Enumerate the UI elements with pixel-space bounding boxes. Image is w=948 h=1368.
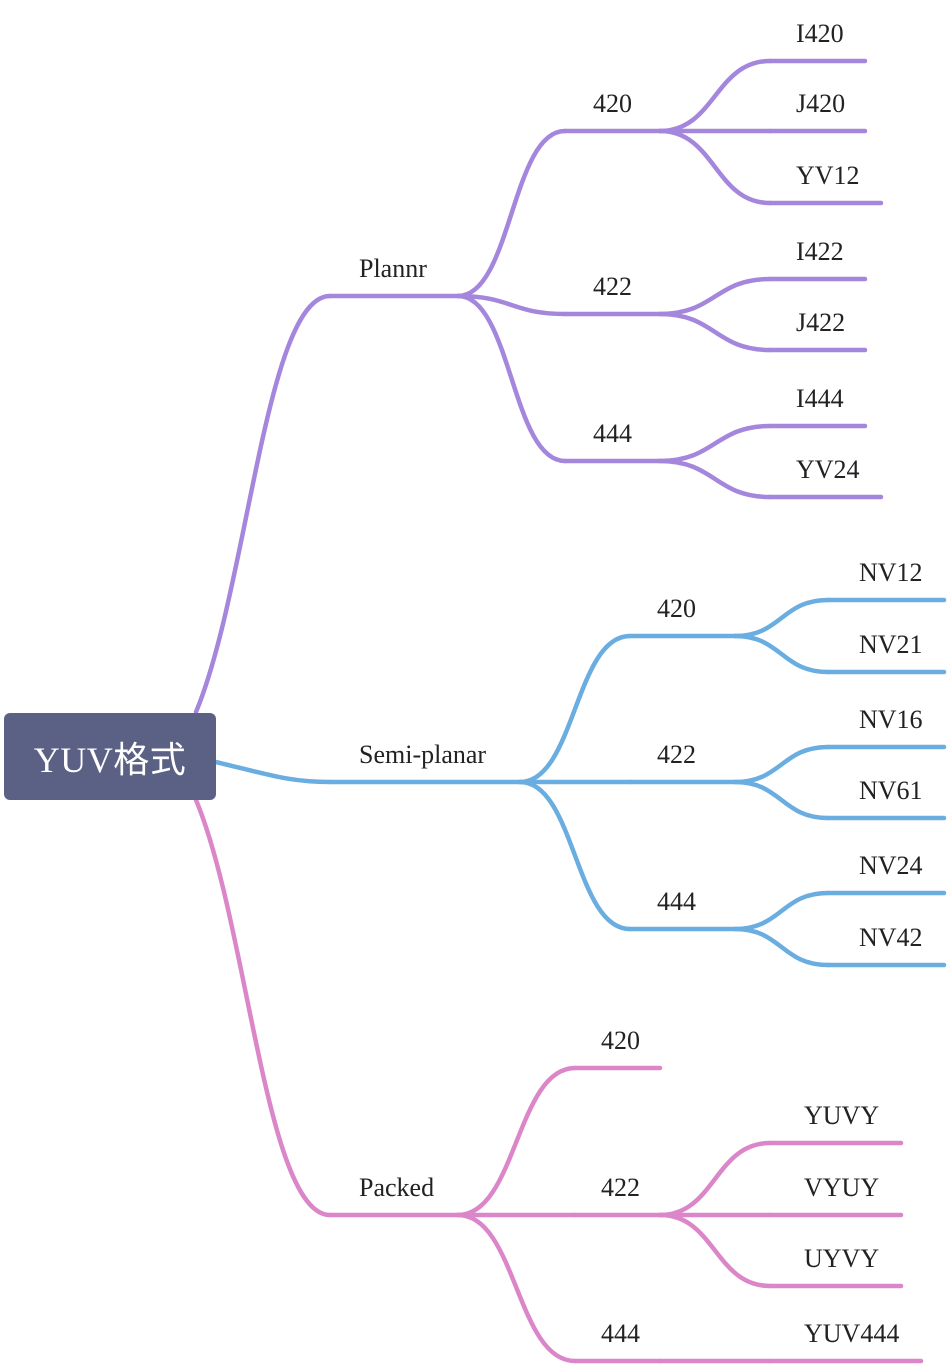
root-node[interactable]: YUV格式 (4, 713, 216, 800)
connector-root-to-semi-planar (213, 759, 333, 785)
connector-root-to-plannr (193, 293, 333, 715)
connector-leaf-uyvy (657, 1212, 773, 1289)
root-node-label: YUV格式 (33, 739, 187, 780)
leaf-j420-label[interactable]: J420 (796, 89, 845, 118)
connector-packed-420 (455, 1065, 578, 1218)
connector-leaf-nv16 (732, 744, 831, 785)
connector-leaf-i444 (657, 423, 773, 464)
connector-leaf-i422 (657, 276, 773, 317)
connector-leaf-nv21 (732, 633, 831, 675)
connector-leaf-nv61 (732, 779, 831, 821)
leaf-vyuy-label[interactable]: VYUY (804, 1173, 879, 1202)
leaf-i444-label[interactable]: I444 (796, 384, 844, 413)
connector-leaf-yv12 (657, 128, 773, 206)
branch-label-plannr[interactable]: Plannr (359, 254, 427, 283)
connector-leaf-nv12 (732, 597, 831, 639)
connector-leaf-i420 (657, 58, 773, 134)
subnode-label-plannr-422[interactable]: 422 (593, 272, 632, 301)
subnode-label-semi-planar-420[interactable]: 420 (657, 594, 696, 623)
subnode-label-packed-422[interactable]: 422 (601, 1173, 640, 1202)
connector-plannr-422 (455, 293, 568, 317)
connector-leaf-yv24 (657, 458, 773, 500)
subnode-label-semi-planar-422[interactable]: 422 (657, 740, 696, 769)
connector-semi-planar-444 (517, 779, 633, 932)
connector-packed-444 (455, 1212, 578, 1364)
connector-leaf-j422 (657, 311, 773, 353)
connector-root-to-packed (193, 797, 333, 1218)
branch-label-semi-planar[interactable]: Semi-planar (359, 740, 486, 769)
leaf-yuv444-label[interactable]: YUV444 (804, 1319, 899, 1348)
subnode-label-packed-444[interactable]: 444 (601, 1319, 640, 1348)
leaf-nv21-label[interactable]: NV21 (859, 630, 923, 659)
connector-leaf-yuvy (657, 1140, 773, 1218)
subnode-label-plannr-444[interactable]: 444 (593, 419, 632, 448)
connector-plannr-420 (455, 128, 568, 299)
subnode-label-semi-planar-444[interactable]: 444 (657, 887, 696, 916)
leaf-nv61-label[interactable]: NV61 (859, 776, 923, 805)
connector-semi-planar-420 (517, 633, 633, 785)
leaf-nv24-label[interactable]: NV24 (859, 851, 923, 880)
leaf-uyvy-label[interactable]: UYVY (804, 1244, 879, 1273)
leaf-yuvy-label[interactable]: YUVY (804, 1101, 879, 1130)
leaf-i422-label[interactable]: I422 (796, 237, 844, 266)
leaf-nv16-label[interactable]: NV16 (859, 705, 923, 734)
leaf-yv24-label[interactable]: YV24 (796, 455, 860, 484)
subnode-label-packed-420[interactable]: 420 (601, 1026, 640, 1055)
connector-leaf-nv24 (732, 890, 831, 932)
leaf-i420-label[interactable]: I420 (796, 19, 844, 48)
subnode-label-plannr-420[interactable]: 420 (593, 89, 632, 118)
leaf-j422-label[interactable]: J422 (796, 308, 845, 337)
leaf-nv42-label[interactable]: NV42 (859, 923, 923, 952)
connector-leaf-nv42 (732, 926, 831, 968)
leaf-yv12-label[interactable]: YV12 (796, 161, 860, 190)
leaf-nv12-label[interactable]: NV12 (859, 558, 923, 587)
connector-plannr-444 (455, 293, 568, 464)
branch-label-packed[interactable]: Packed (359, 1173, 434, 1202)
